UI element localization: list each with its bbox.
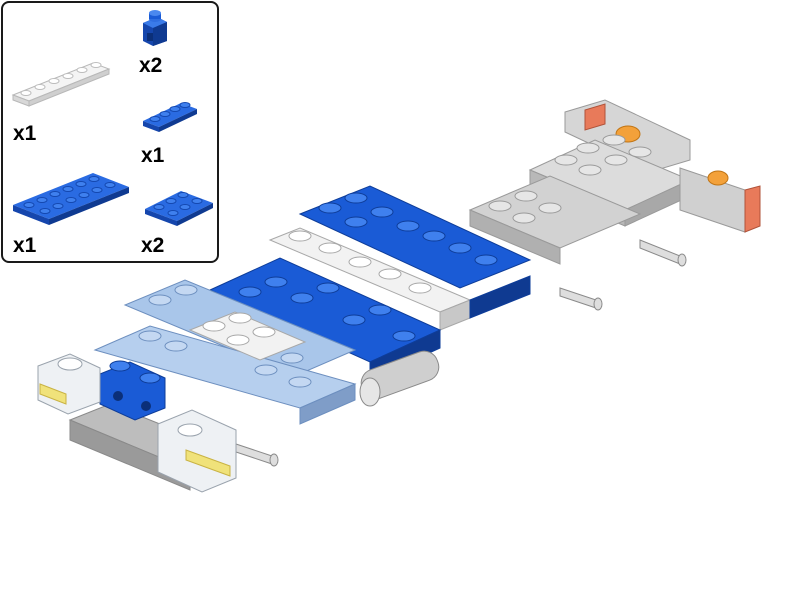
parts-list-panel: x2 x1 x1 [1,1,219,263]
front-light-blue-assembly [37,279,357,493]
blue-plate-2x3-part-icon [145,191,213,226]
blue-plate-1x4-quantity: x1 [141,144,165,167]
white-plate-1x6-part-icon [11,62,111,107]
blue-plate-1x4-part-icon [143,102,197,132]
blue-plate-2x6-part-icon [13,173,129,225]
bracket-quantity: x2 [139,54,163,77]
blue-plate-2x6-quantity: x1 [13,234,37,257]
blue-plate-2x3-quantity: x2 [141,234,165,257]
rear-gray-assembly [235,99,761,467]
white-plate-quantity: x1 [13,122,37,145]
blue-bracket-part-icon [143,10,167,46]
axle-wheels [359,350,440,407]
middle-blue-white-assembly [208,185,532,407]
